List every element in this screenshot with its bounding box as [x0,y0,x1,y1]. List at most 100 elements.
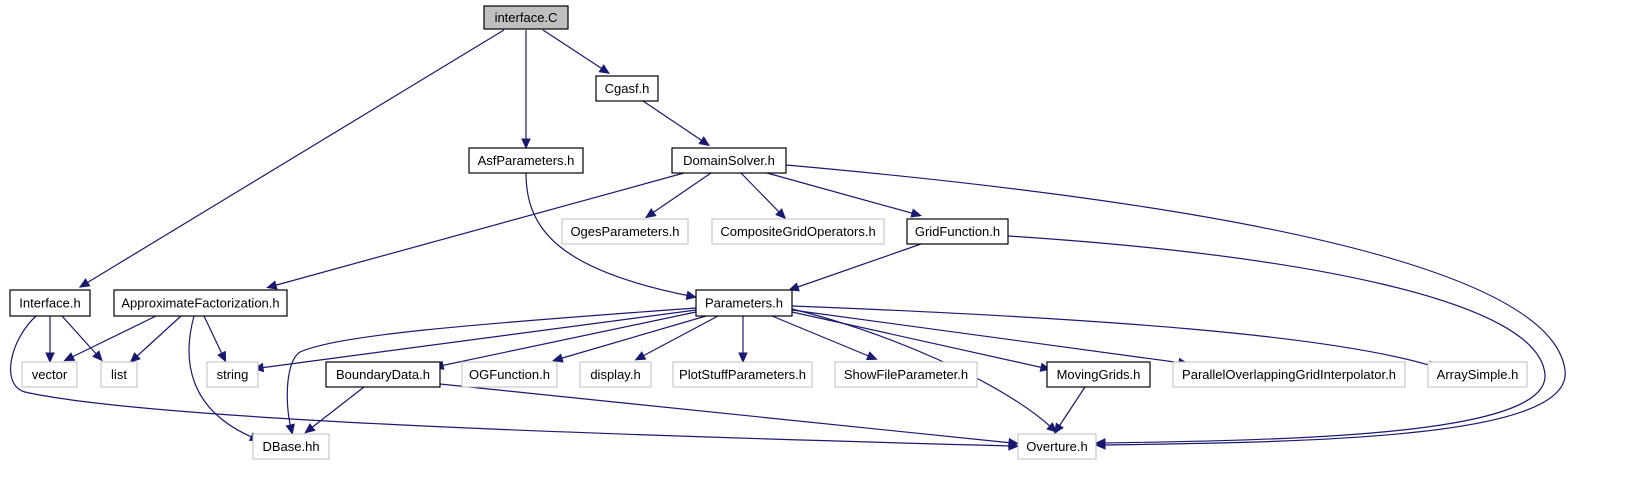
node-label: display.h [590,367,640,382]
node-box [561,218,689,245]
edge-AsfParameters_h-to-Parameters_h [525,172,698,300]
edge-line [766,172,916,215]
edge-arrowhead [285,423,295,436]
edge-arrowhead [217,350,227,363]
edge-line [10,315,1013,447]
edge-line [439,383,1013,444]
edge-arrowhead [698,136,711,147]
edge-ApproximateFactorization_h-to-string [203,315,227,363]
edge-arrowhead [63,352,76,362]
node-arraysimple-h: ArraySimple.h [1427,361,1528,388]
edge-line [188,315,255,439]
node-cgasf-h[interactable]: Cgasf.h [595,75,659,102]
edge-line [134,315,182,359]
node-label: OgesParameters.h [570,224,679,239]
edge-DomainSolver_h-to-OgesParameters_h [645,172,712,219]
edge-line [542,29,605,71]
node-box [9,289,91,317]
edge-BoundaryData_h-to-DBase_hh [304,386,365,434]
node-label: OGFunction.h [469,367,550,382]
node-box [100,361,138,388]
edge-line [259,309,697,369]
node-box [711,218,885,245]
node-asfparameters-h[interactable]: AsfParameters.h [468,147,584,174]
edge-Parameters_h-to-ShowFileParameter_h [771,315,878,361]
node-display-h: display.h [579,361,652,388]
edge-arrowhead [45,352,55,364]
node-movinggrids-h[interactable]: MovingGrids.h [1046,361,1151,388]
node-box [834,361,978,388]
node-box [1017,433,1097,460]
node-label: list [111,367,127,382]
edge-interface_C-to-AsfParameters_h [521,30,531,150]
node-box [579,361,652,388]
node-label: MovingGrids.h [1057,367,1141,382]
edges-layer [10,29,1566,451]
edge-arrowhead [266,280,278,290]
node-label: interface.C [495,10,558,25]
edge-Interface_h-to-vector [45,316,55,364]
node-box [1046,361,1151,388]
node-box [325,361,441,388]
edge-line [525,172,691,297]
edge-Parameters_h-to-OGFunction_h [552,315,707,363]
edge-line [791,311,1045,369]
node-box [468,147,584,174]
edge-line [286,307,697,429]
edge-arrowhead [129,352,141,363]
node-dbase-hh: DBase.hh [252,433,330,460]
edge-arrowhead [304,423,316,434]
edge-line [61,315,99,357]
node-label: string [217,367,249,382]
edge-arrowhead [865,351,878,361]
edge-line [791,305,1433,367]
edge-DomainSolver_h-to-GridFunction_h [766,172,922,218]
node-showfileparameter-h: ShowFileParameter.h [834,361,978,388]
node-box [1172,361,1406,388]
node-parameters-h[interactable]: Parameters.h [695,289,793,317]
node-box [671,147,787,174]
node-boundarydata-h[interactable]: BoundaryData.h [325,361,441,388]
edge-arrowhead [788,282,800,292]
node-label: ArraySimple.h [1437,367,1519,382]
edge-GridFunction_h-to-Parameters_h [788,243,922,292]
node-domainsolver-h[interactable]: DomainSolver.h [671,147,787,174]
edge-arrowhead [1054,422,1064,435]
edge-DomainSolver_h-to-CompositeGridOperators_h [740,172,787,220]
node-box [906,218,1009,245]
node-box [461,361,558,388]
node-plotstuffparameters-h: PlotStuffParameters.h [672,361,813,388]
node-string: string [206,361,259,388]
edge-line [640,315,719,358]
edge-line [740,172,782,215]
edge-Interface_h-to-list [61,315,103,362]
node-box [113,289,288,317]
edge-line [791,308,1053,429]
edge-line [1007,235,1546,444]
edge-arrowhead [78,278,91,288]
node-label: ParallelOverlappingGridInterpolator.h [1182,367,1396,382]
node-gridfunction-h[interactable]: GridFunction.h [906,218,1009,245]
edge-arrowhead [775,208,787,220]
node-label: GridFunction.h [915,224,1000,239]
node-label: ApproximateFactorization.h [121,296,279,311]
edge-line [650,172,712,215]
node-label: PlotStuffParameters.h [679,367,806,382]
edge-interface_C-to-Cgasf_h [542,29,611,74]
node-interface-c[interactable]: interface.C [483,5,569,30]
node-label: Overture.h [1026,439,1087,454]
node-list: list [100,361,138,388]
edge-arrowhead [92,350,103,362]
node-interface-h[interactable]: Interface.h [9,289,91,317]
edge-arrowhead [738,352,748,364]
edge-line [69,315,157,359]
edge-line [771,315,872,358]
node-approximatefactorization-h[interactable]: ApproximateFactorization.h [113,289,288,317]
node-box [1427,361,1528,388]
node-label: DomainSolver.h [683,153,775,168]
edge-DomainSolver_h-to-Overture_h [785,164,1566,450]
edge-line [203,315,224,357]
node-label: ShowFileParameter.h [844,367,968,382]
